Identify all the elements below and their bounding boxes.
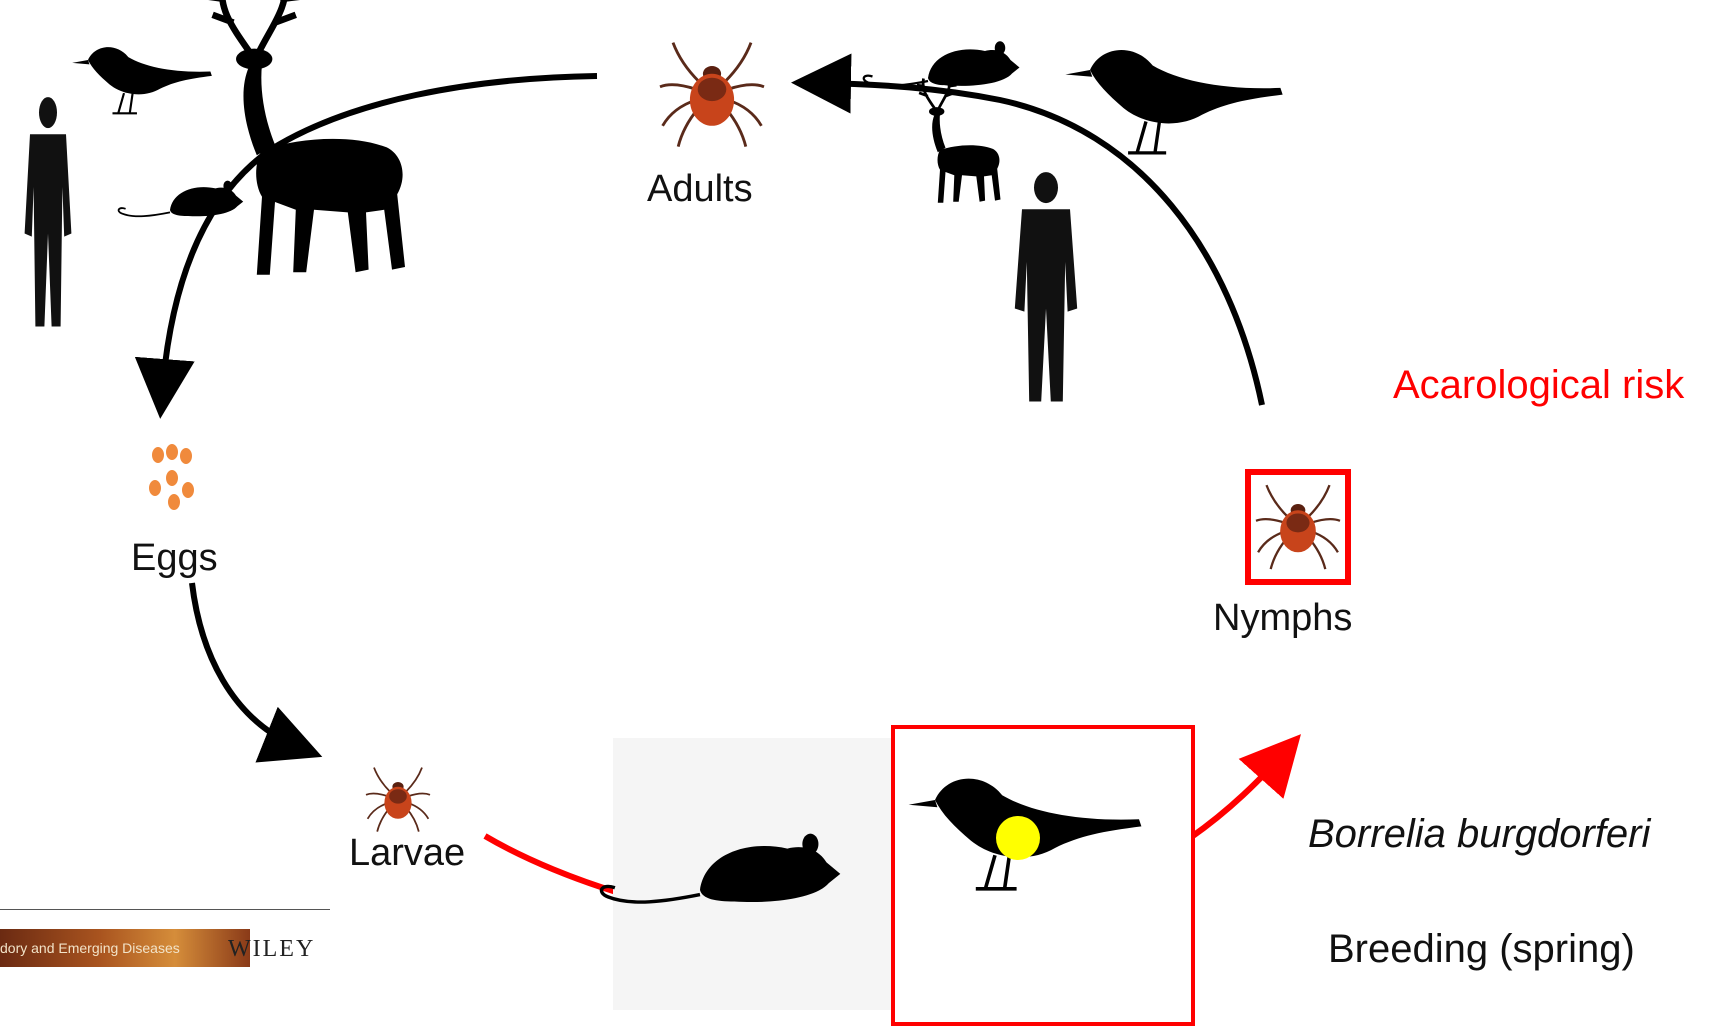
label-pathogen: Borrelia burgdorferi [1308, 812, 1650, 857]
tick-icon [1256, 485, 1340, 569]
human-icon [1015, 172, 1077, 401]
publisher-logo: WILEY [228, 936, 315, 963]
deer-icon [207, 0, 405, 275]
bird-icon [72, 47, 212, 113]
arrow-host-to-nymphs [1190, 752, 1285, 838]
human-icon [25, 97, 72, 326]
footer-rule [0, 909, 330, 910]
tick-icon [366, 768, 430, 832]
arrow-eggs-to-larvae [192, 583, 300, 748]
arrow-adults-to-eggs [162, 76, 597, 395]
label-acarological-risk: Acarological risk [1393, 363, 1684, 408]
journal-banner: dory and Emerging Diseases [0, 929, 250, 967]
label-nymphs: Nymphs [1213, 597, 1352, 640]
mouse-icon [119, 181, 244, 217]
egg-icon [149, 444, 194, 510]
tick-icon [660, 43, 764, 147]
mouse-icon [864, 41, 1020, 86]
label-breeding: Breeding (spring) [1328, 927, 1635, 972]
label-eggs: Eggs [131, 537, 218, 580]
label-larvae: Larvae [349, 832, 465, 875]
pathogen-dot [996, 816, 1040, 860]
label-adults: Adults [647, 168, 753, 211]
host-highlight-box [893, 727, 1193, 1024]
